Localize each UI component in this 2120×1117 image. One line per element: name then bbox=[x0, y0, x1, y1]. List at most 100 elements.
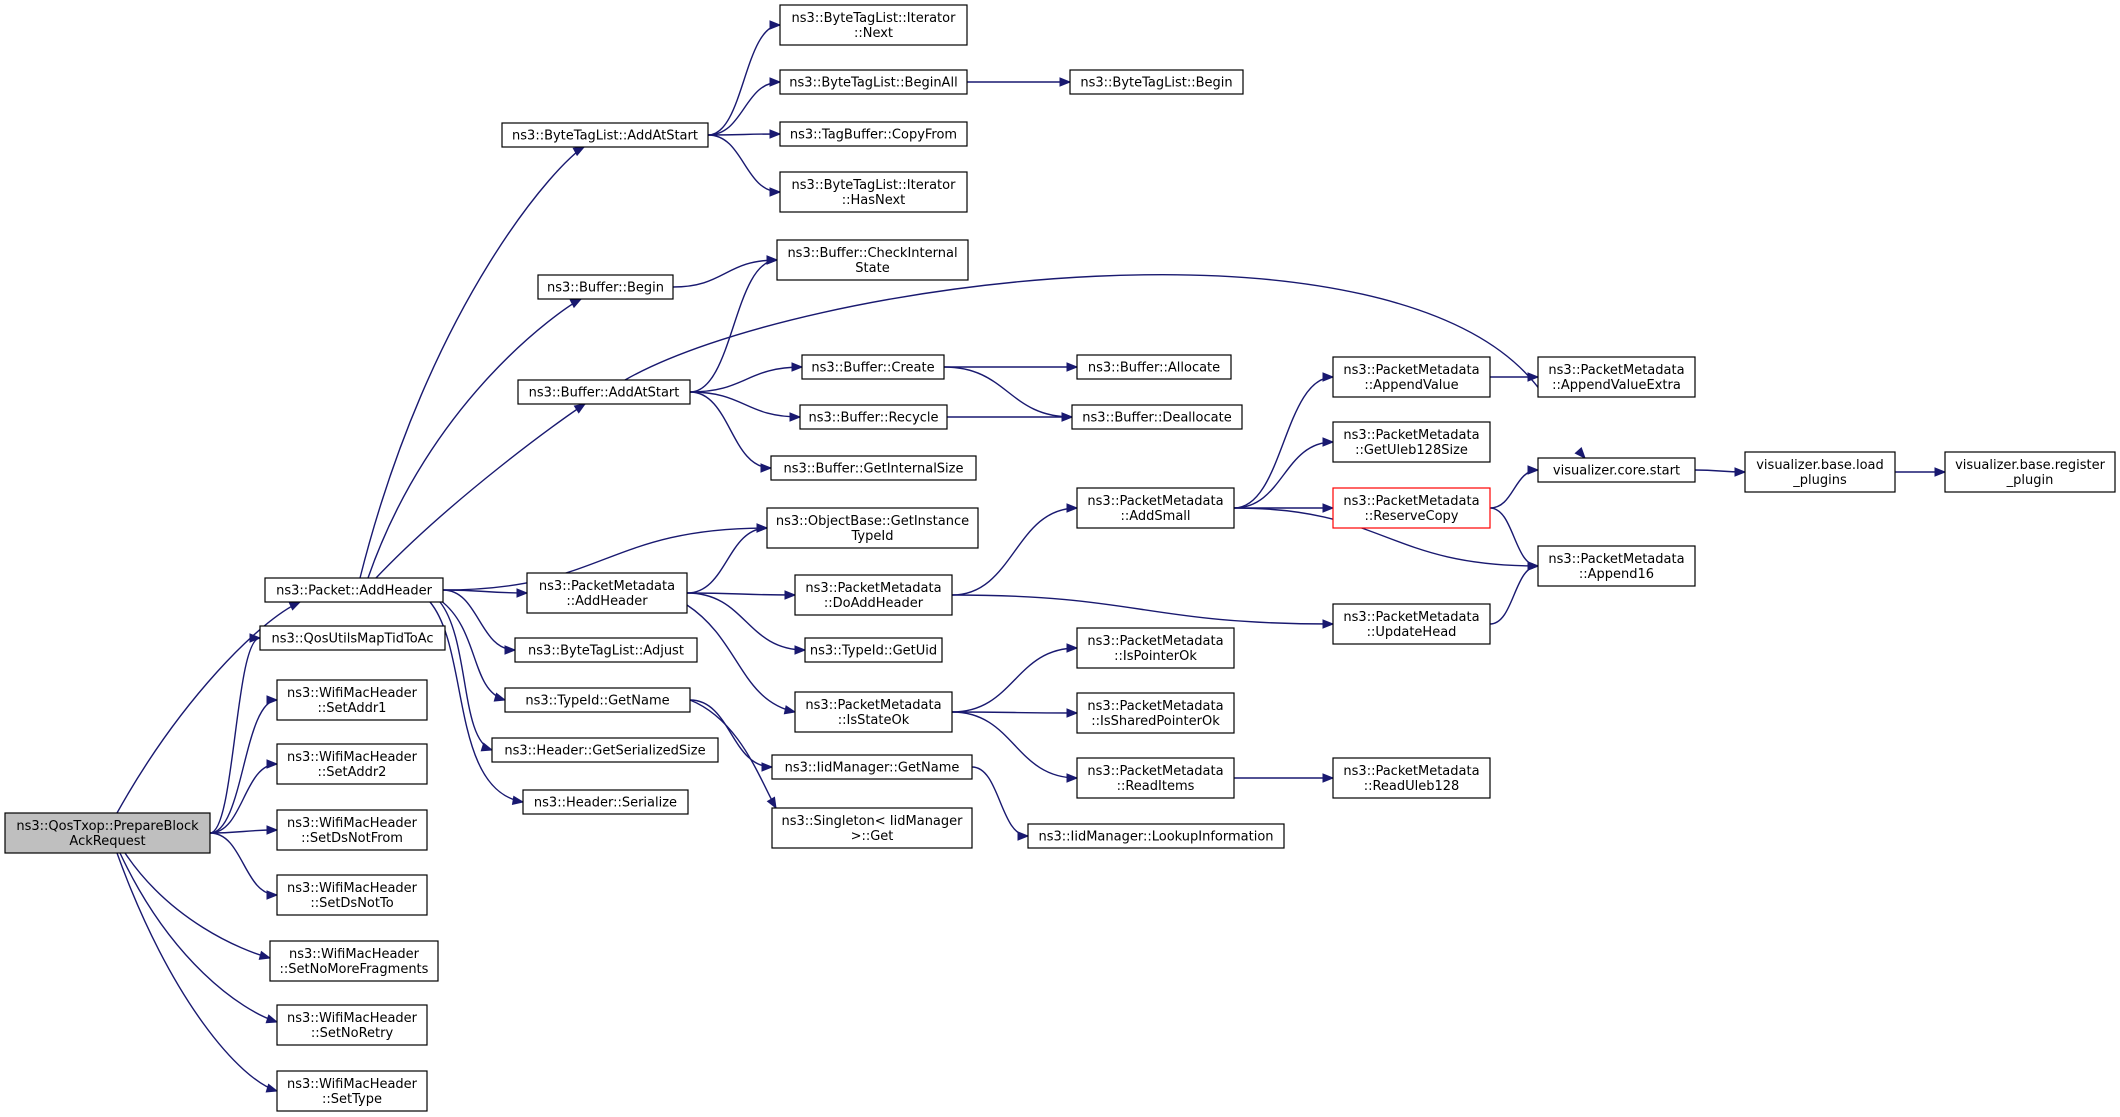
node-typeid-getname[interactable]: ns3::TypeId::GetName bbox=[504, 687, 691, 713]
node-label: ns3::PacketMetadata bbox=[1087, 634, 1223, 649]
edge-prepare-to-setdsnotfrom bbox=[209, 825, 279, 835]
node-setaddr1[interactable]: ns3::WifiMacHeader::SetAddr1 bbox=[276, 679, 428, 721]
node-vis-register-plugin[interactable]: visualizer.base.register_plugin bbox=[1944, 451, 2116, 493]
node-box bbox=[794, 574, 953, 616]
node-btl-begin[interactable]: ns3::ByteTagList::Begin bbox=[1069, 69, 1244, 95]
arrowhead-icon bbox=[569, 298, 583, 309]
edge-pm-readitems-to-pm-readuleb128 bbox=[1234, 773, 1335, 783]
node-box bbox=[517, 379, 691, 405]
node-buf-deallocate[interactable]: ns3::Buffer::Deallocate bbox=[1071, 404, 1243, 430]
node-buf-allocate[interactable]: ns3::Buffer::Allocate bbox=[1076, 354, 1232, 380]
node-label: ns3::PacketMetadata bbox=[1343, 363, 1479, 378]
node-iid-lookup[interactable]: ns3::IidManager::LookupInformation bbox=[1027, 823, 1285, 849]
node-hdr-serialize[interactable]: ns3::Header::Serialize bbox=[522, 789, 689, 815]
node-box bbox=[1332, 421, 1491, 463]
node-btl-adjust[interactable]: ns3::ByteTagList::Adjust bbox=[514, 637, 698, 663]
node-vis-load-plugins[interactable]: visualizer.base.load_plugins bbox=[1744, 451, 1896, 493]
node-label: ::AddHeader bbox=[566, 594, 648, 609]
edge-prepare-to-setnoretry bbox=[119, 852, 279, 1024]
node-settype[interactable]: ns3::WifiMacHeader::SetType bbox=[276, 1070, 428, 1112]
edge-line bbox=[1489, 507, 1539, 567]
arrowhead-icon bbox=[769, 187, 782, 197]
node-buf-addatstart[interactable]: ns3::Buffer::AddAtStart bbox=[517, 379, 691, 405]
node-pm-doaddheader[interactable]: ns3::PacketMetadata::DoAddHeader bbox=[794, 574, 953, 616]
node-label: ns3::ObjectBase::GetInstance bbox=[776, 514, 969, 529]
node-setaddr2[interactable]: ns3::WifiMacHeader::SetAddr2 bbox=[276, 743, 428, 785]
edge-line bbox=[971, 766, 1029, 837]
node-pm-ispointerok[interactable]: ns3::PacketMetadata::IsPointerOk bbox=[1076, 627, 1235, 669]
node-box bbox=[779, 121, 968, 147]
node-label: ns3::Buffer::Begin bbox=[547, 281, 664, 296]
node-label: ::IsStateOk bbox=[838, 713, 910, 728]
edge-pm-isstateok-to-pm-issharedpointerok bbox=[951, 708, 1079, 718]
node-pm-appendvalue[interactable]: ns3::PacketMetadata::AppendValue bbox=[1332, 356, 1491, 398]
node-setnoretry[interactable]: ns3::WifiMacHeader::SetNoRetry bbox=[276, 1004, 428, 1046]
arrowhead-icon bbox=[480, 742, 494, 752]
node-pm-appendvalueextra[interactable]: ns3::PacketMetadata::AppendValueExtra bbox=[1537, 356, 1696, 398]
arrowhead-icon bbox=[761, 762, 774, 772]
arrowhead-icon bbox=[783, 705, 797, 715]
node-pm-isstateok[interactable]: ns3::PacketMetadata::IsStateOk bbox=[794, 691, 953, 733]
node-box bbox=[779, 171, 968, 213]
edge-addheader-to-btl-addatstart bbox=[359, 146, 586, 579]
arrowhead-icon bbox=[1527, 561, 1540, 571]
node-buf-create[interactable]: ns3::Buffer::Create bbox=[801, 354, 945, 380]
arrowhead-icon bbox=[1934, 467, 1947, 477]
node-maptid[interactable]: ns3::QosUtilsMapTidToAc bbox=[259, 625, 446, 651]
edge-line bbox=[707, 134, 781, 193]
node-label: ns3::TypeId::GetUid bbox=[810, 644, 937, 659]
edge-line bbox=[689, 699, 773, 768]
node-buf-begin[interactable]: ns3::Buffer::Begin bbox=[537, 274, 674, 300]
node-buf-recycle[interactable]: ns3::Buffer::Recycle bbox=[799, 404, 948, 430]
node-label: ::SetDsNotTo bbox=[310, 896, 393, 911]
node-btl-iter-next[interactable]: ns3::ByteTagList::Iterator::Next bbox=[779, 4, 968, 46]
node-btl-beginall[interactable]: ns3::ByteTagList::BeginAll bbox=[779, 69, 968, 95]
edge-pm-addsmall-to-pm-getuleb128size bbox=[1233, 437, 1335, 509]
node-addheader[interactable]: ns3::Packet::AddHeader bbox=[264, 577, 444, 603]
node-box bbox=[276, 874, 428, 916]
node-typeid-getuid[interactable]: ns3::TypeId::GetUid bbox=[804, 637, 943, 663]
node-box bbox=[1076, 757, 1235, 799]
node-hdr-getsersize[interactable]: ns3::Header::GetSerializedSize bbox=[491, 737, 719, 763]
node-iid-getname[interactable]: ns3::IidManager::GetName bbox=[771, 754, 973, 780]
node-pm-readitems[interactable]: ns3::PacketMetadata::ReadItems bbox=[1076, 757, 1235, 799]
edge-line bbox=[707, 24, 781, 136]
node-tagbuf-copyfrom[interactable]: ns3::TagBuffer::CopyFrom bbox=[779, 121, 968, 147]
node-setnomorefrag[interactable]: ns3::WifiMacHeader::SetNoMoreFragments bbox=[269, 940, 439, 982]
node-pm-reservecopy[interactable]: ns3::PacketMetadata::ReserveCopy bbox=[1332, 487, 1491, 529]
node-btl-iter-hasnext[interactable]: ns3::ByteTagList::Iterator::HasNext bbox=[779, 171, 968, 213]
node-pm-getuleb128size[interactable]: ns3::PacketMetadata::GetUleb128Size bbox=[1332, 421, 1491, 463]
node-label: ns3::WifiMacHeader bbox=[287, 881, 418, 896]
arrowhead-icon bbox=[516, 588, 529, 598]
node-singleton-get[interactable]: ns3::Singleton< IidManager>::Get bbox=[771, 807, 973, 849]
node-box bbox=[537, 274, 674, 300]
edge-prepare-to-maptid bbox=[209, 633, 262, 834]
node-buf-getinternalsize[interactable]: ns3::Buffer::GetInternalSize bbox=[770, 455, 977, 481]
arrowhead-icon bbox=[266, 759, 279, 769]
edge-line bbox=[689, 391, 801, 418]
node-label: ::DoAddHeader bbox=[824, 596, 924, 611]
arrowhead-icon bbox=[266, 695, 279, 705]
node-label: ns3::IidManager::GetName bbox=[785, 761, 960, 776]
edge-btl-addatstart-to-tagbuf-copyfrom bbox=[707, 129, 782, 139]
node-box bbox=[766, 507, 979, 549]
node-label: ::Next bbox=[854, 26, 893, 41]
node-pm-addsmall[interactable]: ns3::PacketMetadata::AddSmall bbox=[1076, 487, 1235, 529]
node-pm-issharedpointerok[interactable]: ns3::PacketMetadata::IsSharedPointerOk bbox=[1076, 692, 1235, 734]
node-pm-append16[interactable]: ns3::PacketMetadata::Append16 bbox=[1537, 545, 1696, 587]
node-pm-addheader[interactable]: ns3::PacketMetadata::AddHeader bbox=[526, 572, 688, 614]
arrowhead-icon bbox=[1322, 619, 1335, 629]
node-setdsnotto[interactable]: ns3::WifiMacHeader::SetDsNotTo bbox=[276, 874, 428, 916]
node-box bbox=[1537, 457, 1696, 483]
node-pm-readuleb128[interactable]: ns3::PacketMetadata::ReadUleb128 bbox=[1332, 757, 1491, 799]
node-label: ns3::PacketMetadata bbox=[1087, 494, 1223, 509]
node-btl-addatstart[interactable]: ns3::ByteTagList::AddAtStart bbox=[501, 122, 709, 148]
node-setdsnotfrom[interactable]: ns3::WifiMacHeader::SetDsNotFrom bbox=[276, 809, 428, 851]
node-label: ns3::Singleton< IidManager bbox=[781, 814, 963, 829]
node-label: ns3::Buffer::Recycle bbox=[808, 411, 938, 426]
node-pm-updatehead[interactable]: ns3::PacketMetadata::UpdateHead bbox=[1332, 603, 1491, 645]
node-vis-core-start[interactable]: visualizer.core.start bbox=[1537, 457, 1696, 483]
